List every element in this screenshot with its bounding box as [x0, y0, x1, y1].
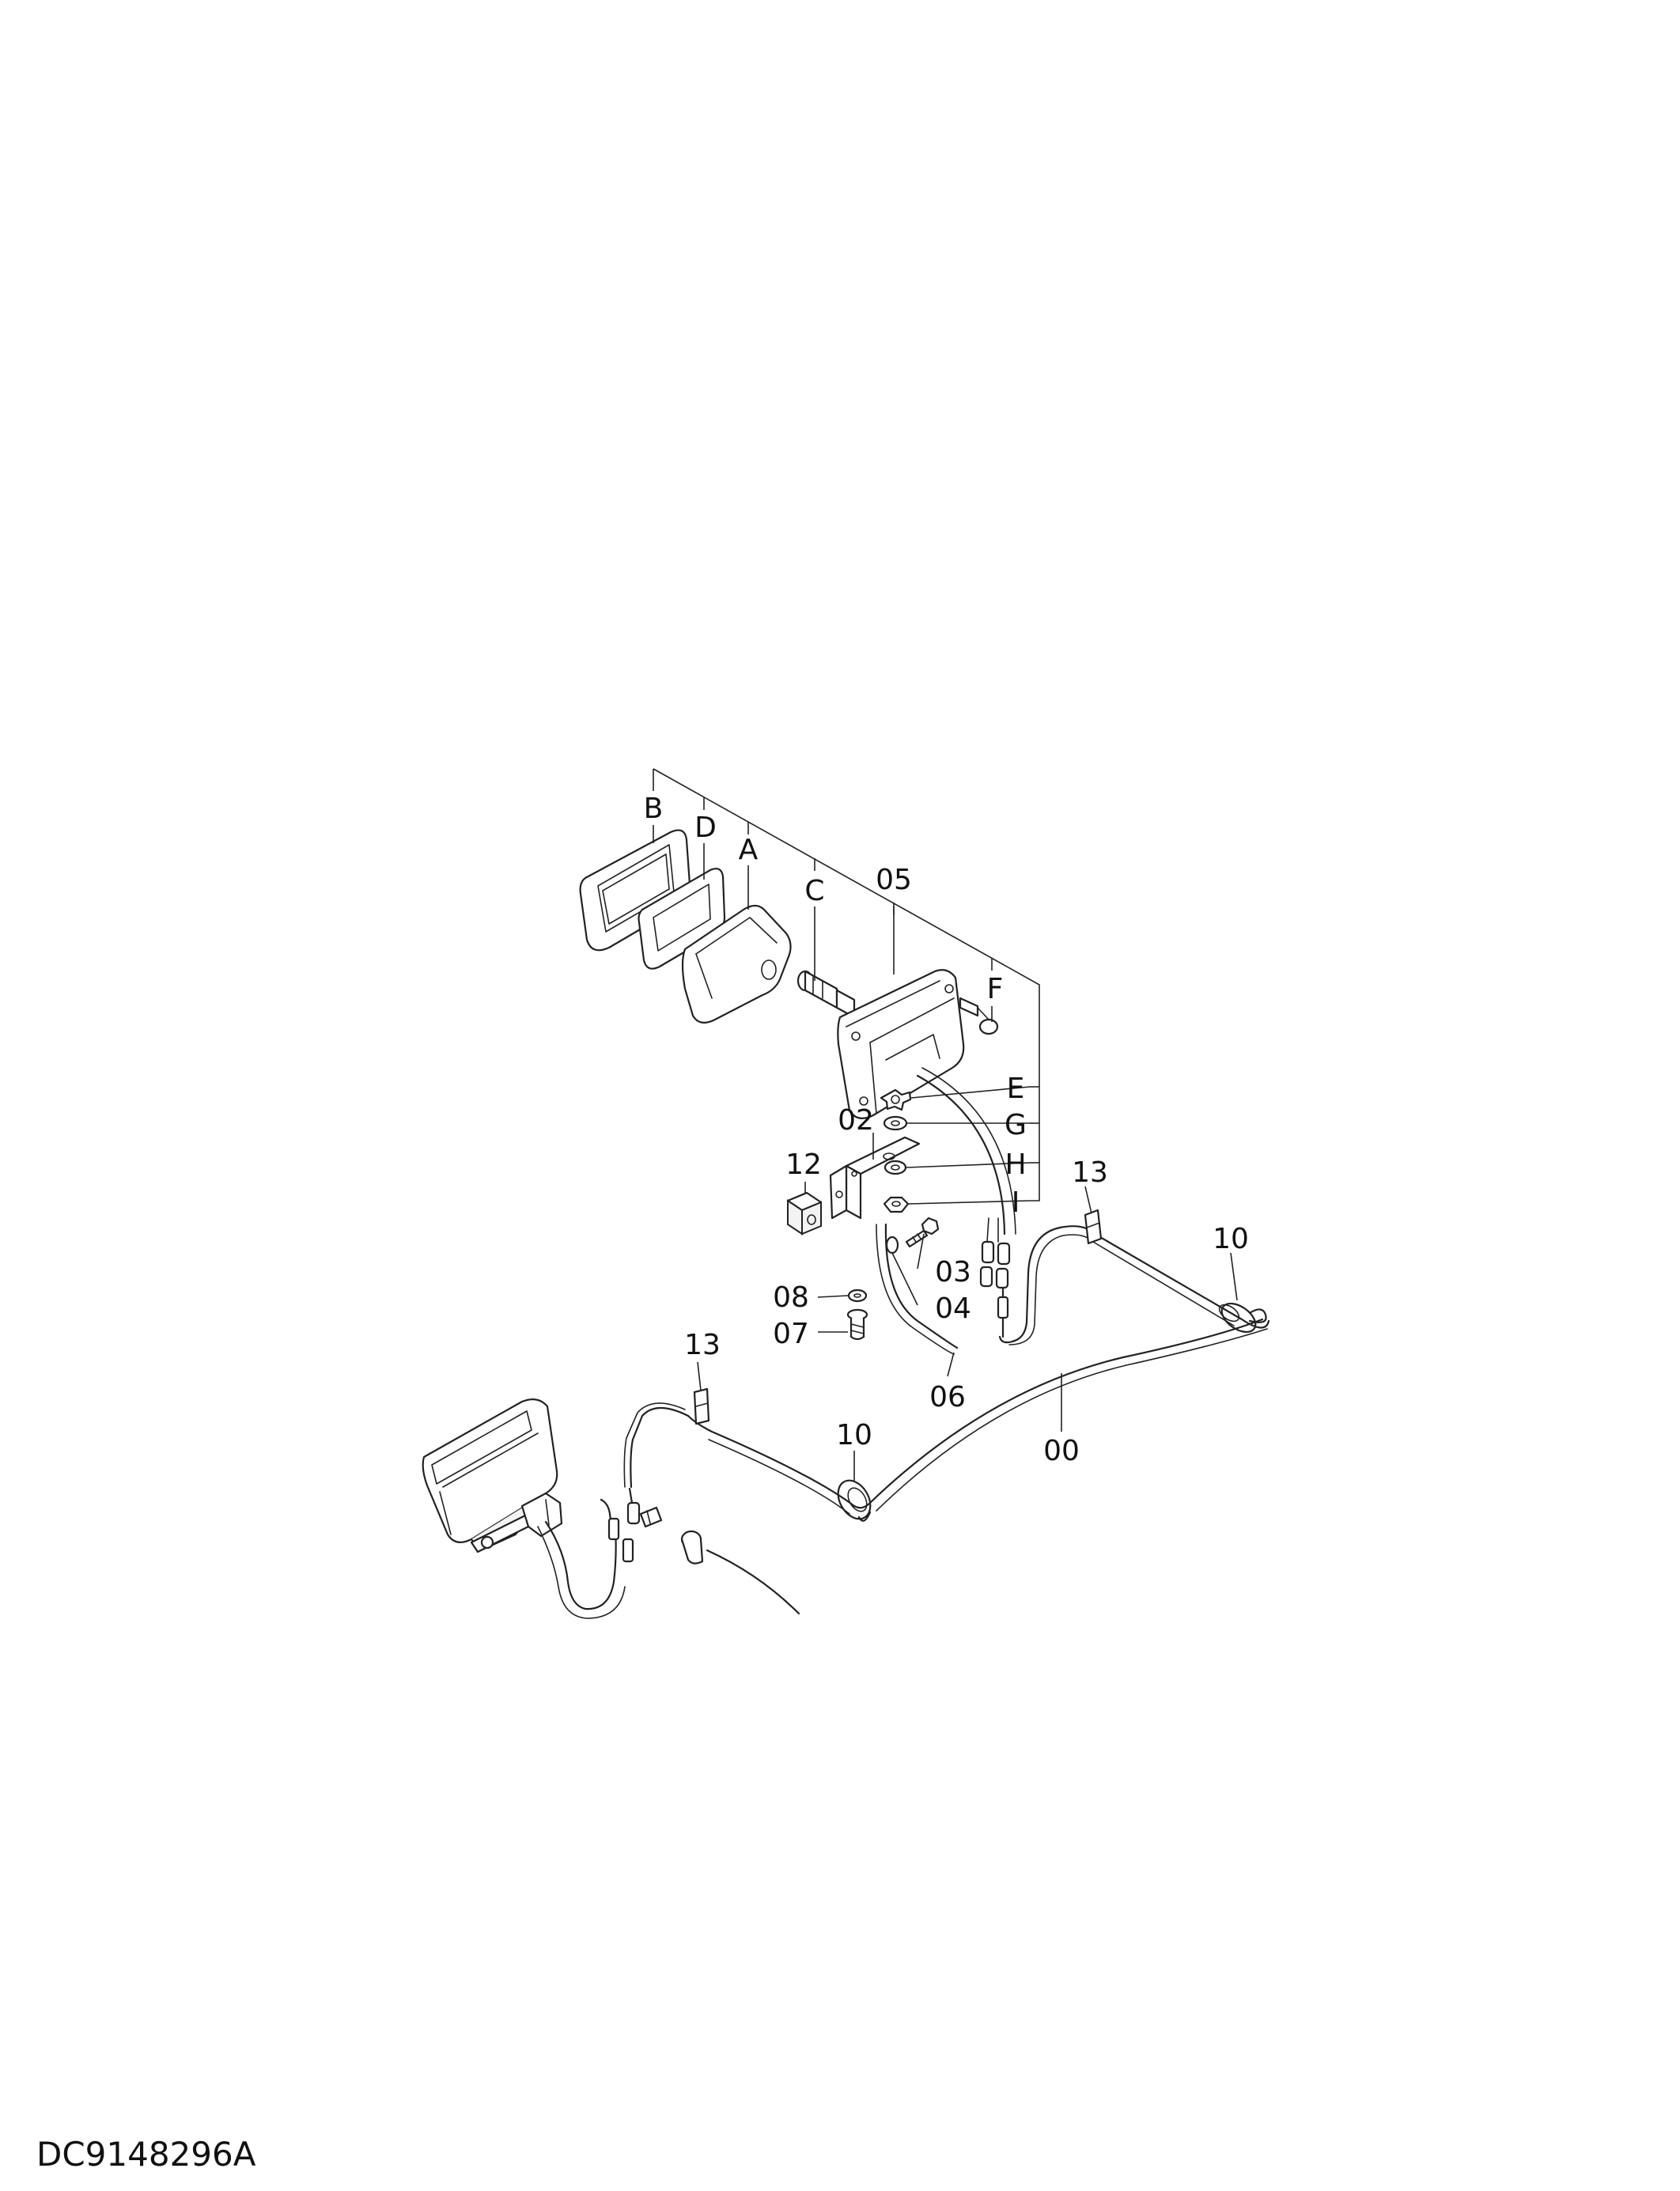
part-c-bulb — [796, 970, 856, 1019]
callout-i: I — [1012, 1186, 1020, 1219]
callout-04: 04 — [935, 1292, 971, 1325]
callout-labels: B D A C 05 F E G H I 02 12 13 10 03 04 0… — [644, 793, 1249, 1467]
callout-h: H — [1005, 1148, 1026, 1181]
part-05-lamp-housing — [837, 969, 965, 1119]
part-08-washer — [847, 1288, 868, 1303]
work-lamp-cables — [537, 1487, 800, 1619]
part-02-bracket — [829, 1136, 921, 1220]
part-h-spring-washer — [884, 1160, 907, 1175]
part-13-clip-left — [693, 1387, 710, 1425]
callout-e: E — [1007, 1073, 1025, 1105]
part-03-bolt — [905, 1217, 940, 1248]
callout-10-left: 10 — [836, 1419, 872, 1451]
part-e-toothed-washer — [880, 1088, 912, 1111]
callout-02: 02 — [838, 1104, 874, 1137]
callout-00: 00 — [1043, 1435, 1080, 1467]
part-g-washer — [883, 1115, 908, 1131]
callout-03: 03 — [935, 1256, 971, 1288]
callout-13-right: 13 — [1072, 1156, 1108, 1189]
part-a-lamp-body — [681, 904, 792, 1024]
part-07-screw — [846, 1308, 868, 1341]
callout-b: B — [644, 793, 664, 825]
drawing-id: DC9148296A — [36, 2135, 256, 2174]
callout-06: 06 — [929, 1381, 966, 1413]
work-lamp-assembly — [422, 1398, 563, 1553]
part-f-screw — [959, 997, 999, 1035]
part-10-cable-tie-right — [1218, 1302, 1267, 1334]
part-04-lock-washer — [885, 1236, 899, 1254]
part-i-nut — [883, 1196, 910, 1213]
part-06-wire — [876, 1223, 959, 1355]
part-12-rubber-block — [786, 1191, 823, 1236]
lamp-wire-arc — [916, 1067, 1016, 1243]
callout-13-left: 13 — [684, 1329, 721, 1361]
callout-05: 05 — [876, 864, 912, 896]
part-10-cable-tie-left — [837, 1479, 872, 1522]
callout-a: A — [739, 834, 759, 866]
callout-12: 12 — [785, 1148, 822, 1181]
callout-f: F — [987, 973, 1004, 1005]
callout-d: D — [694, 812, 717, 844]
assembly-bracket — [653, 768, 1040, 1201]
callout-g: G — [1005, 1109, 1027, 1141]
callout-07: 07 — [773, 1318, 809, 1350]
part-13-clip-right — [1084, 1209, 1103, 1245]
lamp-connectors — [979, 1240, 1011, 1338]
callout-c: C — [804, 875, 824, 907]
callout-08: 08 — [773, 1281, 809, 1314]
callout-10-right: 10 — [1213, 1223, 1249, 1255]
leader-lines — [653, 825, 1238, 1481]
